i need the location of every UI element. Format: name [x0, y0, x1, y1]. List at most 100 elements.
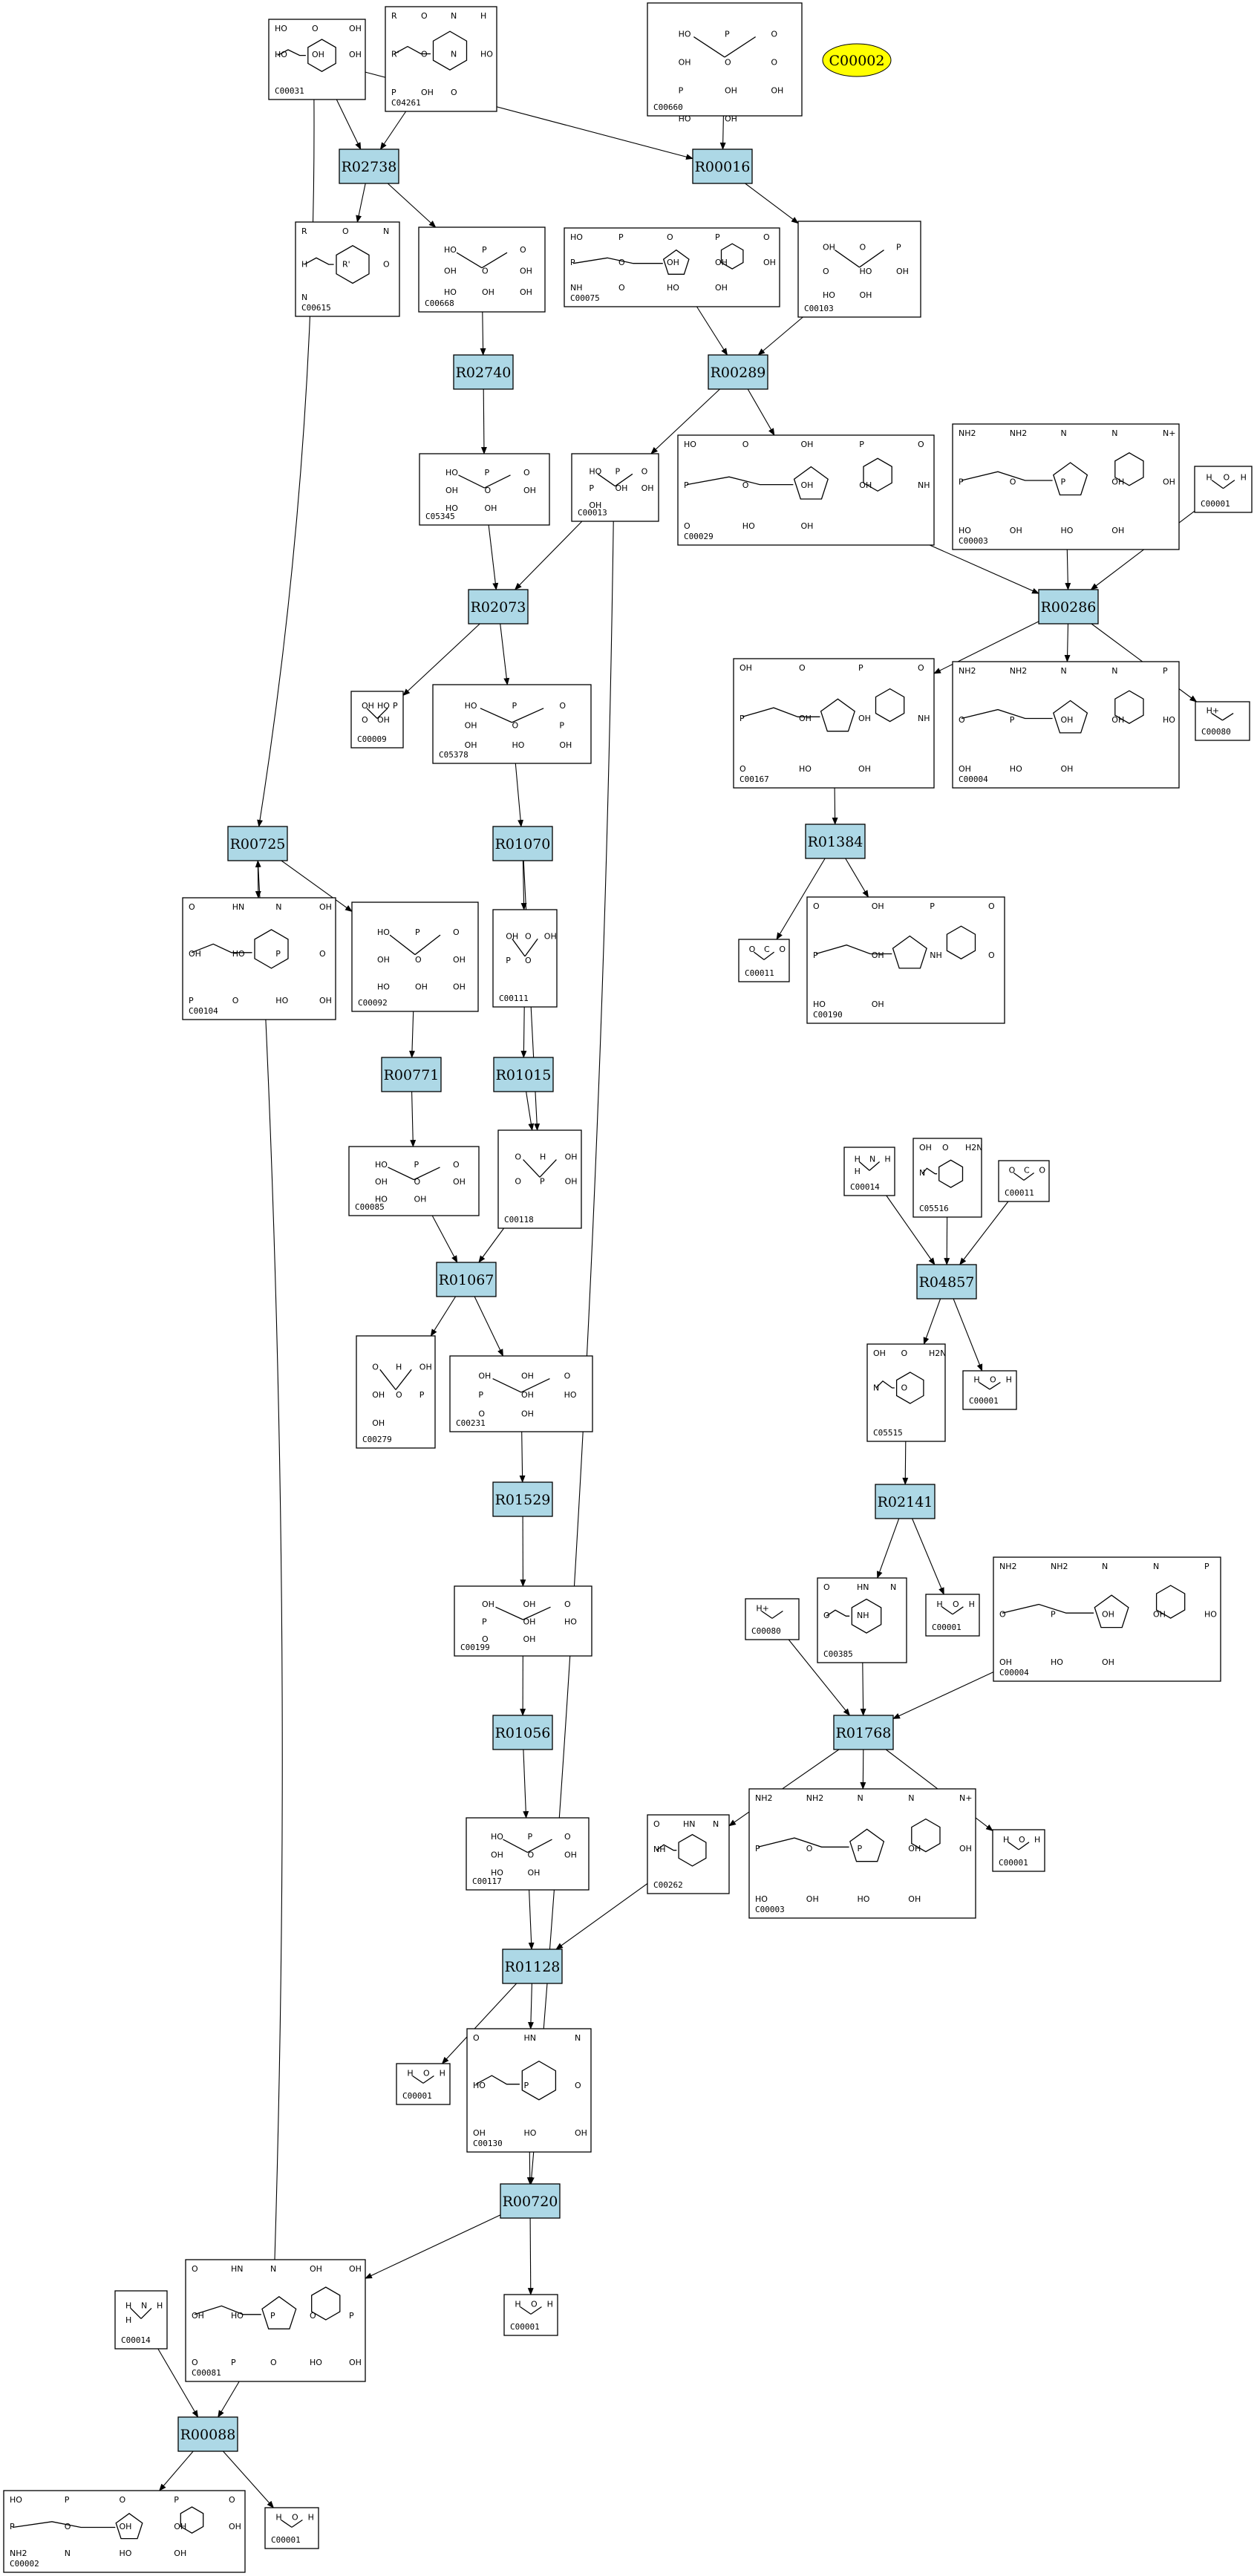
atom-label: HO	[473, 2081, 486, 2090]
atom-label: NH2	[959, 666, 976, 676]
reaction-node-r00771[interactable]: R00771	[381, 1057, 442, 1092]
atom-label: O	[310, 2311, 316, 2321]
reaction-node-r01015[interactable]: R01015	[493, 1057, 554, 1092]
atom-label: OH	[312, 50, 324, 59]
edge-r01768-c00262	[728, 1749, 840, 1827]
atom-label: HN	[524, 2033, 537, 2043]
compound-box	[356, 1335, 436, 1449]
reaction-node-r01768[interactable]: R01768	[833, 1715, 894, 1750]
reaction-node-r01056[interactable]: R01056	[492, 1715, 553, 1750]
reaction-node-r02073[interactable]: R02073	[468, 589, 529, 625]
atom-label: HO	[480, 50, 493, 59]
reaction-node-r00725[interactable]: R00725	[227, 826, 288, 861]
atom-label: OH	[860, 290, 872, 300]
compound-id-label: C00279	[362, 1435, 392, 1444]
compound-id-label: C00104	[189, 1006, 218, 1016]
atom-label: OH	[544, 931, 557, 941]
reaction-label: R02738	[342, 159, 397, 175]
atom-label: O	[813, 901, 820, 911]
reaction-node-r04857[interactable]: R04857	[916, 1264, 977, 1300]
atom-label: H	[969, 1600, 975, 1609]
compound-box	[738, 939, 790, 982]
reaction-node-r01529[interactable]: R01529	[492, 1481, 553, 1517]
compound-node-c00080b[interactable]: H+C00080	[745, 1598, 800, 1640]
reaction-node-r00088[interactable]: R00088	[177, 2416, 238, 2452]
reaction-node-r01070[interactable]: R01070	[492, 826, 553, 861]
reaction-node-r00289[interactable]: R00289	[708, 354, 768, 390]
reaction-node-r02141[interactable]: R02141	[875, 1484, 936, 1519]
edge-r00289-c00013	[650, 388, 720, 454]
atom-label: HO	[589, 466, 601, 476]
edge-r02740-c05345	[480, 388, 487, 454]
atom-label: OH	[564, 1850, 577, 1859]
compound-id-label: C00001	[1201, 499, 1230, 509]
atom-label: OH	[763, 258, 776, 267]
reaction-node-r00286[interactable]: R00286	[1038, 589, 1099, 625]
reaction-node-r01128[interactable]: R01128	[502, 1949, 563, 1984]
atom-label: O	[918, 663, 924, 673]
compound-node-c00080a[interactable]: H+C00080	[1195, 701, 1250, 741]
atom-label: O	[988, 901, 995, 911]
reaction-node-r02738[interactable]: R02738	[339, 149, 399, 184]
atom-label: OH	[1111, 526, 1124, 535]
reaction-node-r00720[interactable]: R00720	[500, 2183, 561, 2219]
reaction-node-r00016[interactable]: R00016	[692, 149, 753, 184]
highlight-node[interactable]: C00002	[822, 43, 892, 77]
atom-label: HO	[512, 740, 525, 750]
reaction-node-r01384[interactable]: R01384	[805, 824, 866, 859]
reaction-box	[500, 2183, 561, 2219]
atom-label: OH	[349, 24, 362, 33]
reaction-node-r01067[interactable]: R01067	[436, 1262, 497, 1297]
reaction-node-r02740[interactable]: R02740	[453, 354, 514, 390]
atom-label: H	[855, 1167, 861, 1176]
atom-label: OH	[872, 901, 884, 911]
